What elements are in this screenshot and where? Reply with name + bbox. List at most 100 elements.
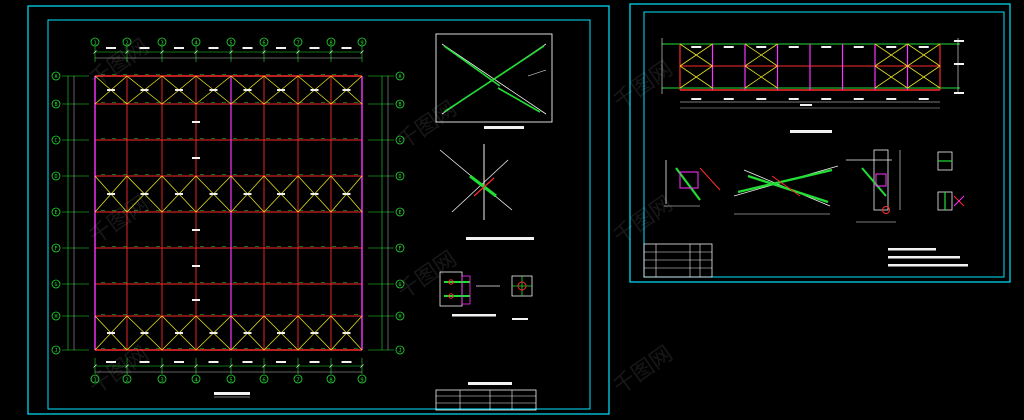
axis-bubble-top <box>191 37 201 47</box>
dimension-value-top <box>208 47 219 49</box>
elevation-brace-d <box>744 65 778 89</box>
elevation-bay-dim <box>756 98 767 100</box>
axis-bubble-left <box>51 207 61 217</box>
dimension-tick-top <box>93 50 97 54</box>
axis-bubble-left <box>51 345 61 355</box>
dimension-tick-bottom <box>160 364 164 368</box>
bracing-detail-1-rod-b <box>497 87 541 113</box>
axis-letter-right: F <box>398 246 401 252</box>
brace-label <box>175 193 183 195</box>
elevation-level-mid <box>954 63 964 65</box>
elevation-bay-label <box>821 46 832 48</box>
elevation-brace-b <box>874 43 908 67</box>
elevation-bay-dim <box>821 98 832 100</box>
brace-label <box>175 89 183 91</box>
dimension-tick-bottom <box>125 364 129 368</box>
elevation-brace-d <box>679 65 713 89</box>
brace-label <box>243 89 252 91</box>
right-title-block-table <box>643 243 713 278</box>
axis-number-top: 7 <box>296 41 299 47</box>
axis-number-bottom: 1 <box>93 378 96 384</box>
right-detail-3-column <box>873 149 889 211</box>
bracing-detail-1-caption <box>484 126 524 129</box>
bracing-detail-1-rod-a <box>443 45 501 87</box>
dimension-tick-top <box>229 50 233 54</box>
elevation-total-dim <box>800 104 812 106</box>
axis-bubble-left <box>51 171 61 181</box>
dimension-tick-bottom <box>93 364 97 368</box>
dimension-value-top <box>106 47 116 49</box>
right-title-block <box>643 243 713 278</box>
dimension-value-bottom <box>341 361 352 363</box>
axis-bubble-right <box>395 171 405 181</box>
axis-bubble-left <box>51 135 61 145</box>
axis-number-top: 5 <box>229 41 232 47</box>
left-sheet-inner-frame <box>47 19 591 410</box>
plan-caption <box>214 392 250 395</box>
right-detail-2-rod-a <box>737 168 833 194</box>
axis-bubble-bottom <box>259 374 269 384</box>
dimension-value-bottom <box>208 361 219 363</box>
axis-bubble-right <box>395 243 405 253</box>
bay-label <box>192 157 200 159</box>
elevation-brace-b <box>679 43 713 67</box>
bolt-detail-3-section-hole <box>517 281 527 291</box>
axis-bubble-left <box>51 311 61 321</box>
right-notes-line-2 <box>888 256 960 259</box>
dimension-tick-top <box>194 50 198 54</box>
axis-bubble-bottom <box>326 374 336 384</box>
right-detail-1 <box>664 160 721 207</box>
bolt-detail-3-plate-b <box>461 275 471 305</box>
brace-label <box>107 193 115 195</box>
right-detail-2-weld <box>771 175 801 197</box>
dimension-value-top <box>139 47 150 49</box>
right-notes <box>888 248 968 267</box>
axis-number-bottom: 8 <box>329 378 332 384</box>
dimension-tick-top <box>160 50 164 54</box>
brace-label <box>342 89 351 91</box>
elevation-brace-d <box>907 65 941 89</box>
axis-number-bottom: 2 <box>125 378 128 384</box>
axis-number-top: 4 <box>194 41 198 47</box>
axis-letter-right: B <box>398 102 401 108</box>
elevation-bay-label <box>788 46 799 48</box>
axis-bubble-right <box>395 135 405 145</box>
elevation-brace-b <box>907 43 941 67</box>
dimension-tick-bottom <box>296 364 300 368</box>
axis-bubble-bottom <box>357 374 367 384</box>
axis-letter-right: H <box>398 314 401 320</box>
axis-letter-left: C <box>54 138 57 144</box>
right-detail-3-plate <box>875 173 887 187</box>
right-detail-4 <box>937 151 965 211</box>
right-notes-line-1 <box>888 248 936 251</box>
axis-number-top: 1 <box>93 41 96 47</box>
elevation-bay-dim <box>886 98 897 100</box>
axis-bubble-top <box>157 37 167 47</box>
brace-label <box>175 332 183 334</box>
dimension-value-bottom <box>106 361 116 363</box>
dimension-tick-top <box>296 50 300 54</box>
dimension-value-bottom <box>174 361 184 363</box>
right-notes-line-3 <box>888 264 968 267</box>
axis-letter-left: D <box>54 174 57 180</box>
elevation-bay-label <box>918 46 929 48</box>
bracing-detail-1-rod-c <box>443 61 521 113</box>
brace-label <box>209 332 218 334</box>
axis-bubble-bottom <box>226 374 236 384</box>
axis-bubble-top <box>259 37 269 47</box>
elevation-bay-dim <box>691 98 702 100</box>
axis-bubble-top <box>226 37 236 47</box>
axis-number-top: 2 <box>125 41 128 47</box>
axis-bubble-right <box>395 345 405 355</box>
axis-number-top: 9 <box>360 41 363 47</box>
side-elevation <box>661 38 964 109</box>
elevation-bay-dim <box>788 98 799 100</box>
elevation-bay-dim <box>918 98 929 100</box>
dimension-value-bottom <box>242 361 253 363</box>
watermark-text: 千图网 <box>609 57 677 115</box>
brace-label <box>310 332 319 334</box>
elevation-bay-label <box>853 46 864 48</box>
elevation-level-top <box>954 40 964 42</box>
